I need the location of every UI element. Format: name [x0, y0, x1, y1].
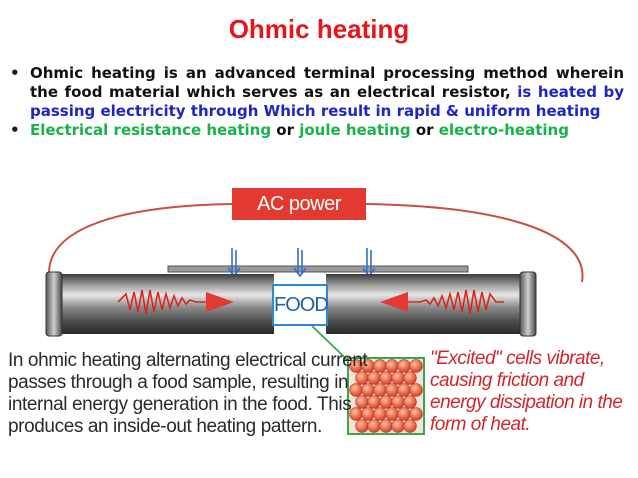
- cell-icon: [385, 383, 399, 397]
- synonym-electro: electro-heating: [438, 121, 569, 139]
- ac-power-supply-label: AC power supply: [232, 188, 366, 247]
- cell-icon: [385, 407, 399, 421]
- arrowhead-left-icon: [380, 292, 408, 312]
- bullet-list: • Ohmic heating is an advanced terminal …: [8, 64, 624, 140]
- cell-icon: [397, 407, 411, 421]
- synonym-separator: or: [410, 121, 439, 139]
- cell-icon: [379, 395, 393, 409]
- cell-icon: [391, 419, 405, 433]
- cell-icon: [367, 371, 381, 385]
- bullet-dot-icon: •: [10, 121, 20, 139]
- definition-text: Ohmic heating is an advanced terminal pr…: [30, 64, 624, 101]
- cell-icon: [397, 383, 411, 397]
- cell-icon: [403, 371, 417, 385]
- synonym-electrical-resistance: Electrical resistance heating: [30, 121, 272, 139]
- cell-icon: [373, 359, 387, 373]
- circuit-wire-left: [48, 203, 233, 283]
- bullet-item-synonyms: • Electrical resistance heating or joule…: [8, 121, 624, 140]
- synonym-joule: joule heating: [299, 121, 411, 139]
- slide-title: Ohmic heating: [228, 14, 410, 44]
- cell-icon: [391, 371, 405, 385]
- cell-icon: [367, 395, 381, 409]
- cell-icon: [385, 359, 399, 373]
- excited-cells: [349, 359, 423, 433]
- electrode-tube-right: [326, 274, 524, 334]
- cell-icon: [367, 419, 381, 433]
- zigzag-current-left: [117, 289, 206, 315]
- down-arrow-icon: [293, 248, 307, 278]
- zigzag-current-right: [408, 289, 504, 315]
- cell-icon: [373, 407, 387, 421]
- bullet-dot-icon: •: [10, 64, 20, 82]
- tube-cap-right: [519, 271, 537, 337]
- bullet-item-definition: • Ohmic heating is an advanced terminal …: [8, 64, 624, 121]
- cell-icon: [391, 395, 405, 409]
- electrode-tube-left: [58, 274, 274, 334]
- tube-cap-left: [45, 271, 63, 337]
- cell-icon: [409, 359, 423, 373]
- cell-icon: [403, 419, 417, 433]
- cell-icon: [397, 359, 411, 373]
- food-label: FOOD: [272, 284, 329, 326]
- arrowhead-right-icon: [206, 292, 234, 312]
- cell-icon: [409, 383, 423, 397]
- cell-icon: [403, 395, 417, 409]
- cell-icon: [373, 383, 387, 397]
- definition-highlight: is heated by passing electricity through…: [30, 83, 624, 120]
- cell-icon: [409, 407, 423, 421]
- explanation-text: In ohmic heating alternating electrical …: [8, 350, 368, 437]
- circuit-wire-right: [365, 203, 584, 283]
- cell-icon: [379, 371, 393, 385]
- tube-rail: [167, 265, 469, 273]
- cells-caption: "Excited" cells vibrate, causing frictio…: [430, 348, 623, 435]
- cell-icon: [379, 419, 393, 433]
- synonym-separator: or: [271, 121, 300, 139]
